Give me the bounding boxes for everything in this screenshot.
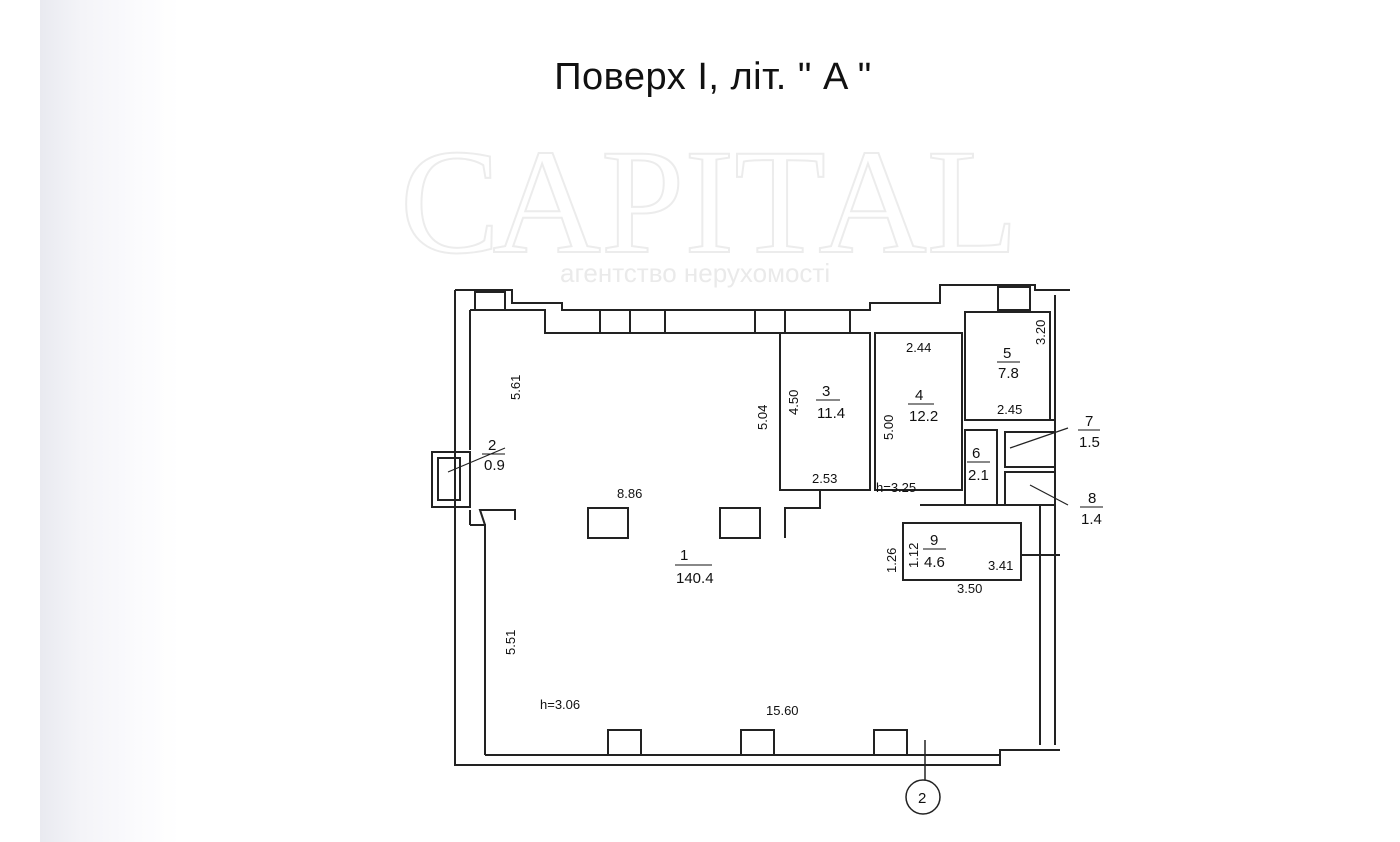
svg-text:1.12: 1.12 — [906, 543, 921, 568]
svg-text:1: 1 — [680, 547, 688, 564]
svg-text:6: 6 — [972, 445, 980, 462]
svg-text:5.51: 5.51 — [503, 630, 518, 655]
svg-text:3.41: 3.41 — [988, 558, 1013, 573]
dimensions: 5.61 5.04 4.50 8.86 2.53 2.44 5.00 3.20 … — [503, 320, 1048, 718]
svg-text:2.1: 2.1 — [968, 467, 989, 484]
svg-text:8.86: 8.86 — [617, 486, 642, 501]
partitions — [447, 311, 1069, 812]
svg-text:15.60: 15.60 — [766, 703, 799, 718]
svg-text:2.45: 2.45 — [997, 402, 1022, 417]
svg-text:5.00: 5.00 — [881, 415, 896, 440]
section-marker: 2 — [905, 779, 941, 815]
svg-text:12.2: 12.2 — [909, 408, 938, 425]
svg-text:3: 3 — [822, 383, 830, 400]
room-2-label: 20.9 — [482, 437, 505, 474]
watermark-brand: САРІТАL — [400, 119, 1018, 285]
svg-text:2: 2 — [918, 790, 926, 807]
floor-title: Поверх I, літ. " A " — [554, 56, 872, 98]
svg-text:9: 9 — [930, 532, 938, 549]
room-1-label: 1 140.4 — [675, 547, 714, 587]
svg-text:4.6: 4.6 — [924, 554, 945, 571]
room-6-label: 62.1 — [967, 445, 990, 484]
room-4-label: 412.2 — [908, 387, 938, 425]
room-7-label: 71.5 — [1078, 413, 1100, 451]
room-9-label: 94.6 — [923, 532, 946, 571]
svg-text:5.61: 5.61 — [508, 375, 523, 400]
page-margin — [0, 0, 40, 842]
svg-text:3.50: 3.50 — [957, 581, 982, 596]
svg-text:8: 8 — [1088, 490, 1096, 507]
svg-text:5: 5 — [1003, 345, 1011, 362]
svg-text:2: 2 — [488, 437, 496, 454]
svg-text:7.8: 7.8 — [998, 365, 1019, 382]
svg-text:1.4: 1.4 — [1081, 511, 1102, 528]
room-3-label: 311.4 — [816, 383, 845, 422]
watermark: САРІТАL агентство нерухомості — [399, 118, 1019, 288]
svg-text:0.9: 0.9 — [484, 457, 505, 474]
svg-text:h=3.25: h=3.25 — [876, 480, 916, 495]
room-8-label: 81.4 — [1080, 490, 1103, 528]
svg-text:1.26: 1.26 — [884, 548, 899, 573]
scan-binding-shadow — [40, 0, 180, 842]
svg-text:7: 7 — [1085, 413, 1093, 430]
room-5-label: 57.8 — [997, 345, 1020, 382]
svg-text:h=3.06: h=3.06 — [540, 697, 580, 712]
watermark-subtitle: агентство нерухомості — [560, 258, 830, 288]
svg-text:5.04: 5.04 — [755, 405, 770, 430]
svg-text:1.5: 1.5 — [1079, 434, 1100, 451]
svg-text:4: 4 — [915, 387, 923, 404]
svg-text:2.44: 2.44 — [906, 340, 931, 355]
svg-text:11.4: 11.4 — [817, 405, 845, 422]
svg-text:2.53: 2.53 — [812, 471, 837, 486]
outer-walls — [431, 284, 1070, 766]
svg-text:140.4: 140.4 — [676, 570, 714, 587]
svg-text:4.50: 4.50 — [786, 390, 801, 415]
svg-text:3.20: 3.20 — [1033, 320, 1048, 345]
